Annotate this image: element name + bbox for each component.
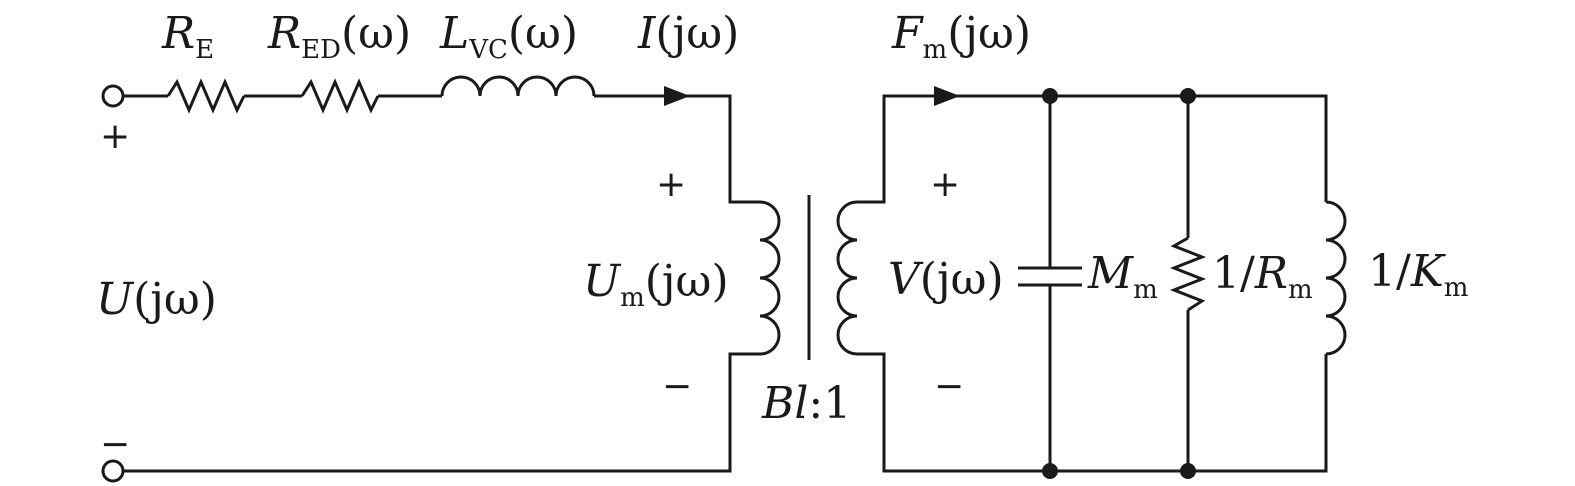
terminal-minus — [101, 459, 125, 483]
current-arrow-I — [664, 86, 690, 106]
label-Rm: 1/Rm — [1212, 248, 1313, 305]
label-ratio: Bl:1 — [761, 378, 851, 429]
force-arrow-Fm — [934, 86, 960, 106]
resistor-Rm — [1169, 96, 1207, 471]
electrical-top-wire — [124, 75, 760, 204]
label-Mm: Mm — [1087, 248, 1158, 305]
label-Um: Um(jω) — [583, 256, 729, 313]
sign-minus-Um: − — [662, 366, 692, 407]
transformer-primary-coil — [759, 200, 781, 356]
sign-minus-V: − — [934, 366, 964, 407]
electrical-bottom-wire — [124, 352, 760, 473]
label-V: V(jω) — [888, 254, 1004, 305]
label-LVC: LVC(ω) — [439, 8, 578, 65]
label-Km: 1/Km — [1368, 246, 1468, 303]
resistor-RED — [300, 78, 380, 114]
resistor-RE — [166, 78, 246, 114]
sign-plus-V: + — [930, 164, 960, 205]
label-RED: RED(ω) — [267, 8, 411, 65]
terminal-plus — [101, 84, 125, 108]
junction-node — [1180, 88, 1196, 104]
sign-plus-Um: + — [656, 164, 686, 205]
mechanical-top-wire — [857, 94, 1328, 204]
mechanical-bottom-wire — [857, 352, 1328, 473]
junction-node — [1042, 463, 1058, 479]
capacitor-Mm — [1018, 96, 1082, 471]
junction-node — [1180, 463, 1196, 479]
inductor-Km — [1325, 200, 1347, 356]
transformer-secondary-coil — [836, 200, 858, 356]
junction-node — [1042, 88, 1058, 104]
sign-plus-input: + — [100, 116, 130, 157]
label-Fm: Fm(jω) — [891, 8, 1031, 65]
label-U: U(jω) — [96, 274, 217, 325]
inductor-LVC — [440, 75, 596, 97]
label-RE: RE — [161, 8, 214, 65]
sign-minus-input: − — [100, 424, 130, 465]
label-I: I(jω) — [637, 8, 739, 59]
